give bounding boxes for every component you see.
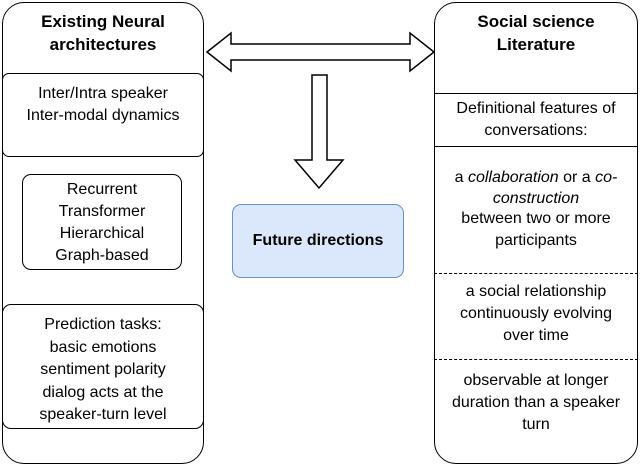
feature1-line1: a collaboration or a co- [434, 167, 638, 189]
dynamics-line: Inter-modal dynamics [26, 107, 180, 124]
feature2-line: a social relationship [465, 283, 607, 300]
feature1-text: a [454, 169, 468, 186]
models-box: Recurrent Transformer Hierarchical Graph… [22, 174, 182, 270]
task-line: dialog acts at the [42, 383, 164, 401]
divider [434, 273, 638, 274]
feature3-line: duration than a speaker [451, 394, 621, 411]
double-arrow-icon [205, 31, 436, 73]
feature1-italic: co- [595, 169, 618, 186]
task-line: speaker-turn level [39, 406, 167, 423]
divider [434, 359, 638, 360]
future-directions-box: Future directions [232, 204, 404, 278]
feature2-line: over time [503, 327, 569, 344]
right-panel-title: Social science Literature [434, 10, 638, 56]
feature1-line4: participants [495, 232, 577, 249]
feature2-line: continuously evolving [459, 305, 613, 322]
tasks-box: Prediction tasks: basic emotions sentime… [2, 304, 204, 429]
feature1-text: or a [558, 169, 596, 186]
right-title-line: Social science [477, 12, 595, 31]
left-title-line: architectures [49, 35, 157, 54]
definitional-box: Definitional features of conversations: [434, 93, 638, 147]
feature1-line2: construction [434, 189, 638, 208]
left-panel-title: Existing Neural architectures [2, 10, 204, 56]
down-arrow-icon [293, 74, 345, 190]
task-line: sentiment polarity [40, 361, 166, 378]
feature1-line3: between two or more [461, 210, 611, 227]
future-directions-label: Future directions [252, 232, 384, 249]
model-item: Transformer [58, 203, 146, 220]
model-item: Hierarchical [59, 225, 145, 242]
right-title-line: Literature [496, 35, 576, 54]
feature-collaboration: a collaboration or a co- construction be… [434, 167, 638, 252]
model-item: Graph-based [55, 247, 149, 264]
definitional-line: conversations: [484, 122, 588, 139]
task-line: basic emotions [49, 338, 157, 356]
right-panel [434, 2, 638, 464]
feature3-line: observable at longer [463, 372, 609, 389]
left-title-line: Existing Neural [41, 12, 165, 31]
task-line: Prediction tasks: [44, 316, 162, 333]
model-item: Recurrent [66, 181, 138, 198]
feature-observable: observable at longer duration than a spe… [434, 370, 638, 436]
feature1-italic: construction [492, 190, 580, 207]
feature1-italic: collaboration [467, 169, 559, 186]
feature3-line: turn [522, 416, 550, 433]
dynamics-line: Inter/Intra speaker [38, 85, 168, 102]
definitional-line: Definitional features of [456, 100, 616, 117]
dynamics-box: Inter/Intra speaker Inter-modal dynamics [2, 73, 204, 157]
feature-social-relationship: a social relationship continuously evolv… [434, 281, 638, 347]
